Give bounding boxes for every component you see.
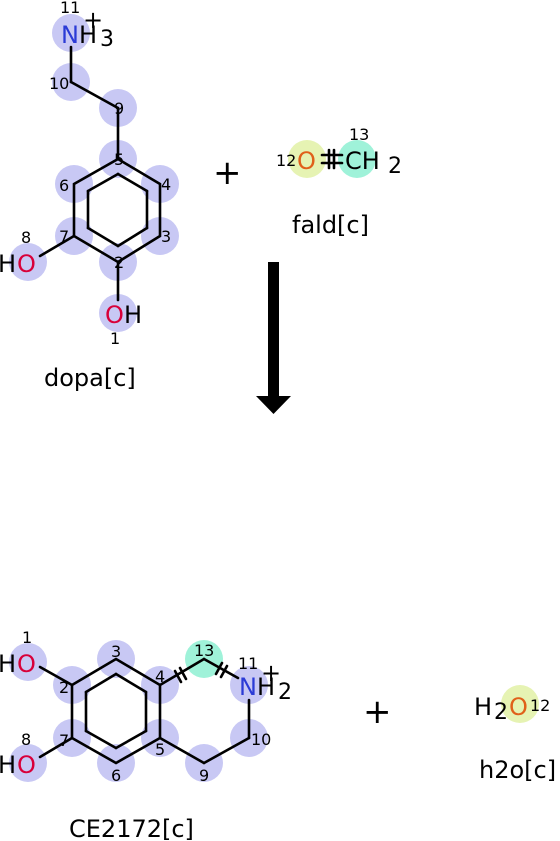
dopa-atom-number: 6 xyxy=(59,176,69,195)
ce2172-atom-number: 3 xyxy=(111,642,121,661)
dopa-n-charge: + xyxy=(83,6,103,34)
h2o-o-atom: O xyxy=(509,693,528,721)
ce2172-o1-hydrogen: H xyxy=(0,650,16,678)
ce2172-atom-number: 11 xyxy=(238,654,258,673)
fald-atom-number: 13 xyxy=(349,125,369,144)
dopa-atom-number: 1 xyxy=(110,329,120,348)
ce2172-compound-name: CE2172[c] xyxy=(69,815,194,841)
dopa-atom-number: 11 xyxy=(60,0,80,17)
fald-atom-number: 12 xyxy=(276,151,296,170)
ce2172-atom-number: 2 xyxy=(59,678,69,697)
fald-c-atom: CH xyxy=(345,147,380,175)
fald-highlight-12 xyxy=(288,140,326,178)
plus-operator-bottom: + xyxy=(363,692,392,732)
ce2172-atom-highlights xyxy=(9,640,268,782)
dopa-molecule: N H 3 + H O O H 11 10 9 5 4 3 2 7 6 8 1 … xyxy=(0,0,179,392)
ce2172-o8-hydrogen: H xyxy=(0,751,16,779)
ce2172-o8-atom: O xyxy=(17,751,36,779)
ce2172-n-hydrogen: H xyxy=(257,673,275,701)
dopa-atom-number: 9 xyxy=(114,99,124,118)
ce2172-n-atom: N xyxy=(239,673,257,701)
ce2172-atom-number: 1 xyxy=(22,628,32,647)
dopa-n-hydrogen-count: 3 xyxy=(100,27,114,52)
ce2172-atom-number: 13 xyxy=(194,641,214,660)
dopa-highlight-8 xyxy=(9,243,47,281)
dopa-o1-hydrogen: H xyxy=(124,301,142,329)
h2o-atom-number: 12 xyxy=(530,696,550,715)
fald-highlight-13 xyxy=(338,140,376,178)
dopa-n-atom: N xyxy=(61,21,79,49)
ce2172-n-charge: + xyxy=(261,659,281,687)
dopa-atom-number: 7 xyxy=(59,227,69,246)
dopa-n-hydrogen: H xyxy=(79,21,97,49)
dopa-o8-hydrogen: H xyxy=(0,250,16,278)
ce2172-highlight-11 xyxy=(230,666,268,704)
ce2172-highlight-1 xyxy=(9,643,47,681)
ce2172-atom-number: 5 xyxy=(155,740,165,759)
ce2172-n-hydrogen-count: 2 xyxy=(278,680,292,705)
dopa-atom-number: 5 xyxy=(114,150,124,169)
ce2172-atom-number: 8 xyxy=(21,730,31,749)
ce2172-atom-number: 7 xyxy=(59,731,69,750)
h2o-compound-name: h2o[c] xyxy=(479,756,556,784)
dopa-compound-name: dopa[c] xyxy=(44,364,136,392)
dopa-atom-number: 4 xyxy=(161,175,171,194)
h2o-highlight-12 xyxy=(501,685,539,723)
h2o-molecule: H 2 O 12 h2o[c] xyxy=(474,685,556,784)
h2o-h-atom: H xyxy=(474,693,492,721)
ce2172-o1-atom: O xyxy=(17,650,36,678)
fald-o-atom: O xyxy=(297,147,316,175)
dopa-atom-number: 10 xyxy=(49,74,69,93)
ce2172-atom-number: 10 xyxy=(251,730,271,749)
h2o-h-count: 2 xyxy=(494,700,508,725)
dopa-highlight-11 xyxy=(52,14,90,52)
plus-operator-top: + xyxy=(213,153,242,193)
fald-c-hydrogen-count: 2 xyxy=(388,154,402,179)
dopa-o8-atom: O xyxy=(17,250,36,278)
reaction-arrow xyxy=(256,262,291,414)
ce2172-atom-number: 6 xyxy=(111,766,121,785)
ce2172-highlight-8 xyxy=(9,744,47,782)
dopa-atom-number: 2 xyxy=(114,253,124,272)
dopa-atom-number: 3 xyxy=(161,227,171,246)
ce2172-atom-number: 9 xyxy=(199,766,209,785)
fald-molecule: O CH 2 12 13 fald[c] xyxy=(276,125,402,239)
dopa-bonds xyxy=(38,45,162,302)
ce2172-bonds xyxy=(38,657,251,765)
dopa-o1-atom: O xyxy=(105,301,124,329)
dopa-atom-number: 8 xyxy=(21,228,31,247)
dopa-highlight-1 xyxy=(99,294,137,332)
ce2172-atom-number: 4 xyxy=(155,667,165,686)
fald-compound-name: fald[c] xyxy=(292,211,369,239)
ce2172-molecule: H O H O N H 2 + 1 2 3 4 5 6 7 8 9 10 11 … xyxy=(0,628,292,841)
